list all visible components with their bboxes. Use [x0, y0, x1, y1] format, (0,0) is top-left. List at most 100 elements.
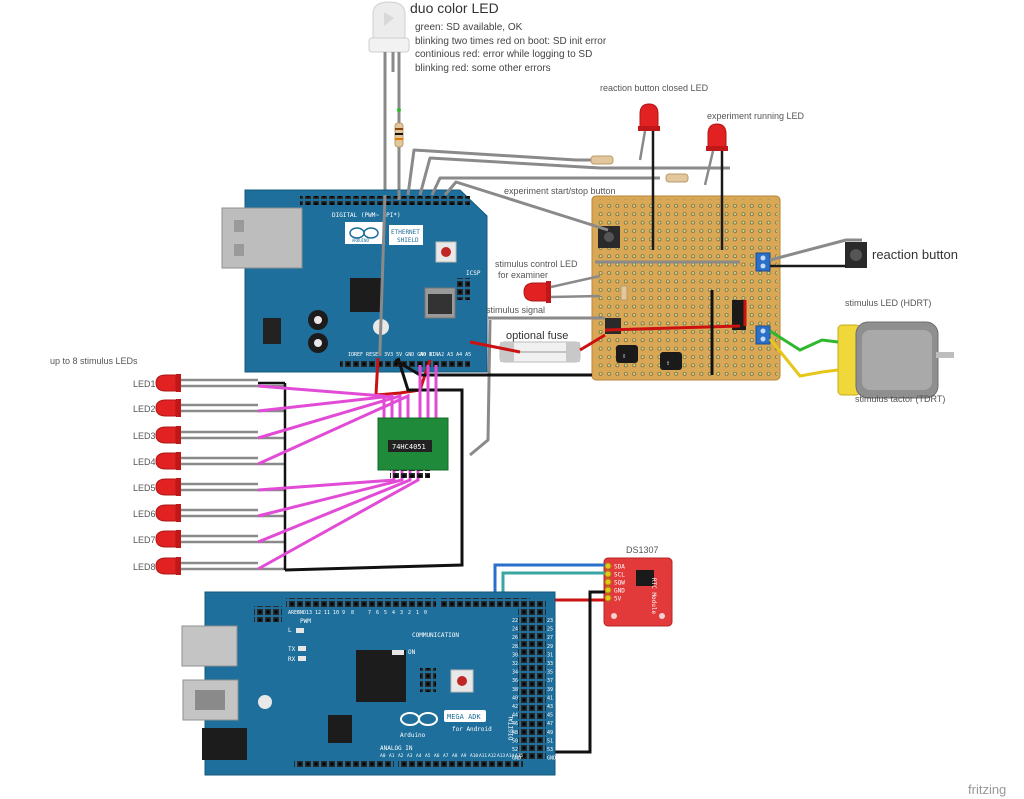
rtc-pin-label: SCL: [614, 572, 625, 579]
mega-pin-label: GND: [547, 756, 556, 762]
mega-name: MEGA ADK: [447, 713, 482, 721]
rtc-pin-label: SQW: [614, 580, 625, 587]
mega-pin-label: 13: [306, 610, 312, 616]
mega-pin-label: 10: [333, 610, 339, 616]
shield-power-labels: IOREF RESET 3V3 5V GND GND VIN: [348, 352, 438, 358]
mega-pin-label: 1: [416, 610, 419, 616]
mega-pin-label: GND: [512, 756, 521, 762]
magenta-wire: [257, 384, 386, 418]
mega-pin-label: 39: [547, 687, 553, 693]
mega-pin-label: 49: [547, 730, 553, 736]
led-bus-wires: [258, 381, 287, 570]
mega-rx: RX: [288, 656, 296, 663]
mega-pin-label: A5: [425, 753, 431, 759]
stimulus-led-label: LED6: [133, 509, 156, 519]
mega-pin-label: 33: [547, 661, 553, 667]
mega-pin-label: 3: [400, 610, 403, 616]
rtc-pin: [604, 570, 612, 578]
mega-l: L: [288, 627, 292, 634]
mega-pin-label: 52: [512, 747, 518, 753]
gray-wires: [378, 148, 862, 457]
shield-icsp-label: ICSP: [466, 270, 481, 277]
reaction-closed-led: [590, 103, 660, 250]
control-led-label-1: stimulus control LED: [495, 259, 578, 269]
stimulus-tactor-label: stimulus tactor (TDRT): [855, 394, 945, 404]
mega-pin-label: 41: [547, 695, 553, 701]
mega-pin-label: 28: [512, 644, 518, 650]
duo-led-line-4: blinking red: some other errors: [415, 63, 551, 74]
mega-pin-label: 50: [512, 738, 518, 744]
stimulus-leds: up to 8 stimulus LEDs LED1LED2LED3LED4LE…: [50, 356, 285, 575]
mega-pin-label: 31: [547, 652, 553, 658]
magenta-wire: [257, 393, 410, 466]
mega-pin-label: 35: [547, 670, 553, 676]
mega-pin-label: A6: [434, 753, 440, 759]
duo-color-led: duo color LED green: SD available, OK bl…: [368, 0, 607, 200]
mega-pin-label: A14: [506, 753, 514, 759]
stimulus-led-7: LED7: [133, 530, 285, 548]
mega-pin-label: A1: [389, 753, 395, 759]
mega-pin-label: 22: [512, 618, 518, 624]
rtc-pin-label: SDA: [614, 564, 625, 571]
mega-pin-label: A3: [407, 753, 413, 759]
shield-name-line2: SHIELD: [397, 237, 419, 244]
rtc-pin-label: 5V: [614, 596, 622, 603]
shield-digital-label: DIGITAL (PWM~ SPI*): [332, 212, 401, 219]
mega-pin-label: A12: [488, 753, 496, 759]
mega-pin-label: GND: [297, 610, 306, 616]
led-body: [155, 557, 177, 575]
rtc-pin: [604, 578, 612, 586]
mega-tx: TX: [288, 646, 296, 653]
led-body: [155, 374, 177, 392]
mega-pin-label: 4: [392, 610, 395, 616]
stimulus-led-6: LED6: [133, 504, 285, 522]
reaction-button-label: reaction button: [872, 247, 958, 262]
magenta-wire: [257, 394, 394, 418]
mega-pin-labels: 22242628303234363840424446485052GND23252…: [288, 610, 556, 762]
magenta-wire: [257, 393, 402, 440]
mega-pin-label: 43: [547, 704, 553, 710]
start-stop-label: experiment start/stop button: [504, 186, 616, 196]
mega-subtitle: for Android: [452, 726, 492, 733]
mega-pin-label: 9: [342, 610, 345, 616]
rtc-module-name: RTC Module: [650, 578, 657, 615]
ethernet-shield: DIGITAL (PWM~ SPI*) ARDUINO ETHERNET SHI…: [221, 189, 488, 373]
mega-pin-label: 37: [547, 678, 553, 684]
experiment-running-led-label: experiment running LED: [707, 111, 805, 121]
mega-pin-label: 23: [547, 618, 553, 624]
rtc-pin: [604, 562, 612, 570]
mega-pin-label: 53: [547, 747, 553, 753]
reaction-closed-led-label: reaction button closed LED: [600, 83, 709, 93]
mega-pin-label: 42: [512, 704, 518, 710]
mega-pin-label: 27: [547, 635, 553, 641]
stimulus-led-8: LED8: [133, 557, 285, 575]
mega-pwm: PWM: [300, 618, 311, 625]
stimulus-led-label: LED8: [133, 562, 156, 572]
up-to-8-label: up to 8 stimulus LEDs: [50, 356, 138, 366]
mega-pin-label: 45: [547, 713, 553, 719]
reaction-button: [770, 242, 867, 268]
shield-logo: ARDUINO: [352, 238, 369, 243]
duo-led-line-1: green: SD available, OK: [415, 22, 523, 33]
mega-pin-label: 47: [547, 721, 553, 727]
mega-pin-label: A9: [461, 753, 467, 759]
stimulus-led-label: LED1: [133, 379, 156, 389]
mega-pin-label: 32: [512, 661, 518, 667]
mega-pin-label: 11: [324, 610, 330, 616]
mega-pin-label: 8: [351, 610, 354, 616]
mega-pin-label: A8: [452, 753, 458, 759]
optional-fuse: [499, 341, 581, 363]
led-body: [155, 426, 177, 444]
led-rim: [176, 478, 181, 496]
led-body: [155, 399, 177, 417]
mega-pin-label: A0: [380, 753, 386, 759]
mega-pin-label: 25: [547, 627, 553, 633]
mega-pin-label: 0: [424, 610, 427, 616]
led-rim: [176, 399, 181, 417]
duo-led-line-2: blinking two times red on boot: SD init …: [415, 36, 607, 47]
mega-pin-label: 51: [547, 738, 553, 744]
annotations: reaction button closed LED experiment ru…: [486, 83, 1006, 797]
mega-pin-label: A4: [416, 753, 422, 759]
